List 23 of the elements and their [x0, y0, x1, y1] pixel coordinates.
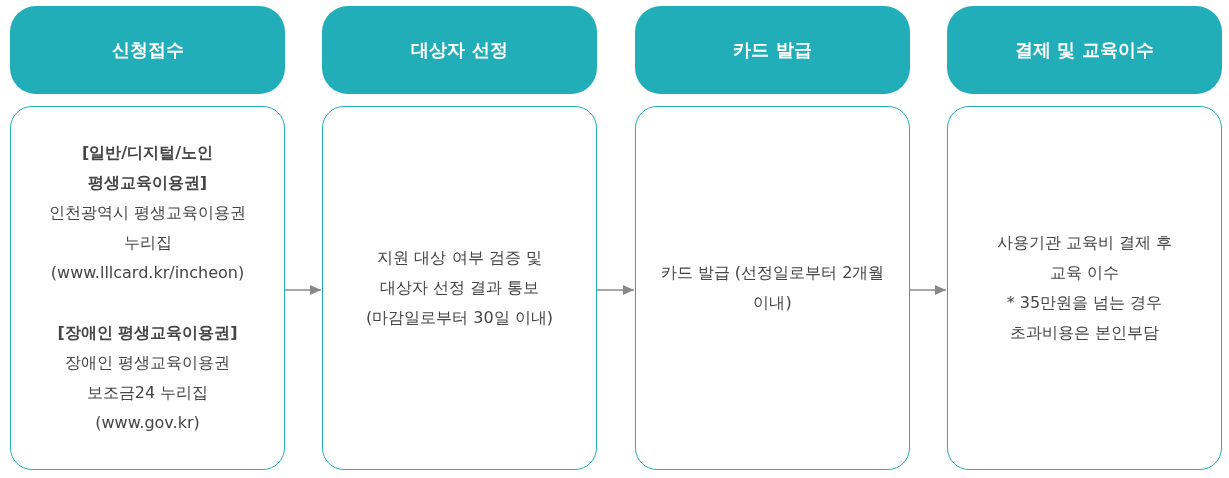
step-header: [635, 6, 910, 94]
step-title: 카드 발급: [733, 38, 812, 62]
step-text: 인천광역시 평생교육이용권 누리집 (www.lllcard.kr/incheon): [47, 202, 248, 284]
step-header: [10, 6, 285, 94]
step-box: [322, 106, 597, 470]
step-header: [947, 6, 1222, 94]
section-heading: [일반/디지털/노인 평생교육이용권]: [81, 142, 214, 194]
arrow: [284, 285, 322, 295]
step-text: 카드 발급 (선정일로부터 2개월 이내): [659, 262, 886, 314]
step-title: 신청접수: [111, 38, 184, 62]
step-title: 결제 및 교육이수: [1015, 38, 1154, 62]
step-text: * 35만원을 넘는 경우 초과비용은 본인부담: [1005, 292, 1164, 344]
step-box: [635, 106, 910, 470]
step-header: [322, 6, 597, 94]
step-title: 대상자 선정: [411, 38, 508, 62]
step-text: 지원 대상 여부 검증 및 대상자 선정 결과 통보 (마감일로부터 30일 이내): [365, 247, 554, 329]
step-box: [10, 106, 285, 470]
arrow: [909, 285, 947, 295]
step-text: 사용기관 교육비 결제 후 교육 이수: [995, 232, 1174, 284]
arrow: [596, 285, 635, 295]
step-box: [947, 106, 1222, 470]
section-heading: [장애인 평생교육이용권]: [57, 322, 238, 344]
step-text: 장애인 평생교육이용권 보조금24 누리집 (www.gov.kr): [63, 352, 232, 434]
